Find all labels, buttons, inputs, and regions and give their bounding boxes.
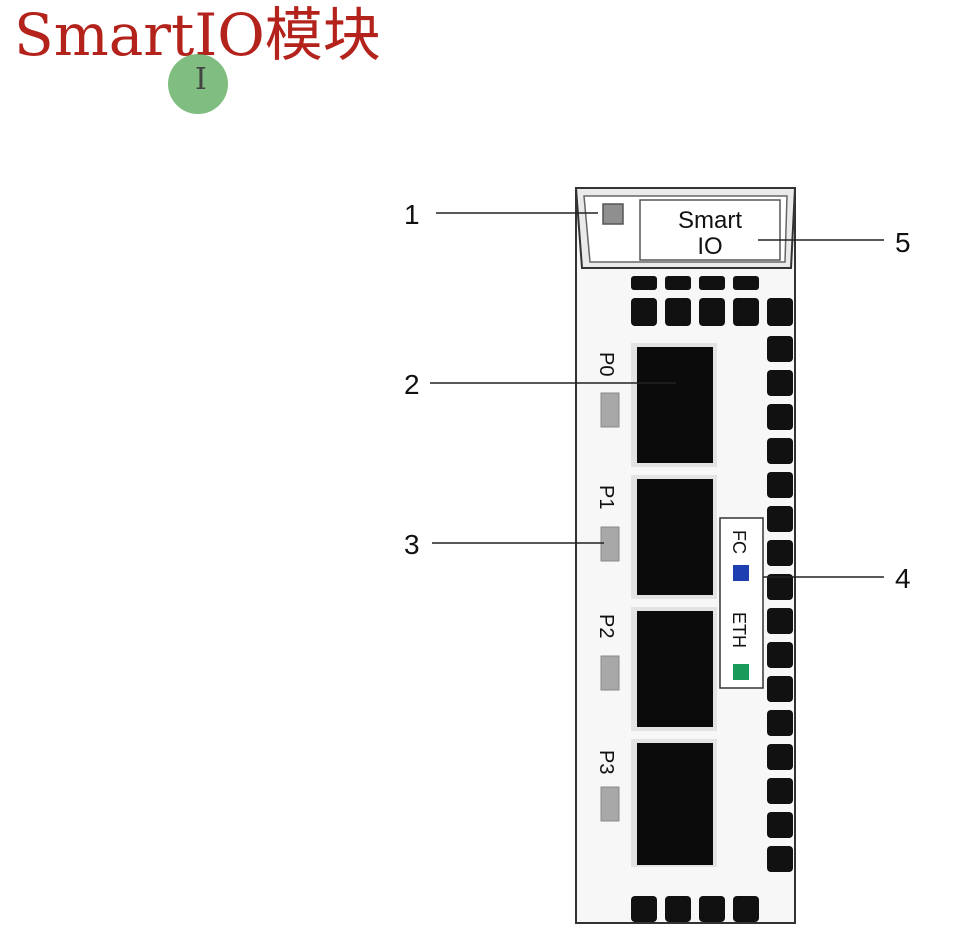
callout-5: 5 <box>895 227 911 258</box>
legend-fc-swatch <box>733 565 749 581</box>
port-led-p1 <box>600 526 620 562</box>
port-led-p2 <box>600 655 620 691</box>
port-label-p2: P2 <box>595 614 617 638</box>
vents-right <box>767 336 793 872</box>
port-led-p3 <box>600 786 620 822</box>
cursor-highlight <box>168 54 228 114</box>
callout-lines <box>430 212 884 578</box>
callout-numbers: 1 2 3 4 5 <box>404 199 911 594</box>
port-p0: P0 <box>595 343 717 467</box>
protocol-legend: FC ETH <box>719 517 764 689</box>
legend-fc-label: FC <box>729 530 749 554</box>
port-p1: P1 <box>595 475 717 599</box>
port-p2: P2 <box>595 607 717 731</box>
port-label-p3: P3 <box>595 750 617 774</box>
module-label-line1: Smart <box>678 207 742 234</box>
callout-4: 4 <box>895 563 911 594</box>
text-cursor-icon: I <box>195 62 207 97</box>
legend-eth-label: ETH <box>729 612 749 648</box>
module-label-plate: Smart IO <box>639 199 781 261</box>
port-label-p1: P1 <box>595 485 617 509</box>
legend-eth-swatch <box>733 664 749 680</box>
port-label-p0: P0 <box>595 352 617 376</box>
port-led-p0 <box>600 392 620 428</box>
callout-3: 3 <box>404 529 420 560</box>
callout-2: 2 <box>404 369 420 400</box>
vents-bottom <box>631 896 759 922</box>
status-indicator <box>602 203 624 225</box>
port-p3: P3 <box>595 739 717 867</box>
module-label-line2: IO <box>697 233 722 260</box>
vents-top <box>631 276 793 326</box>
callout-1: 1 <box>404 199 420 230</box>
